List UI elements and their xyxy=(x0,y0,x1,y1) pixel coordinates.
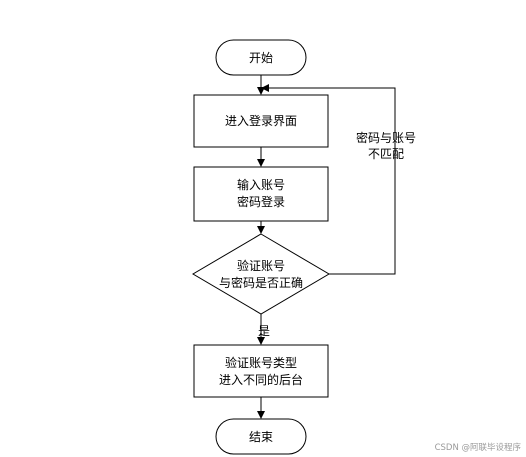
start-node: 开始 xyxy=(215,39,307,76)
verify-label-line-1: 验证账号 xyxy=(237,258,285,273)
end-node: 结束 xyxy=(215,418,307,455)
input-label-line-2: 密码登录 xyxy=(237,194,285,209)
yes-label: 是 xyxy=(258,324,270,338)
end-label: 结束 xyxy=(249,430,273,444)
mismatch-label-line-2: 不匹配 xyxy=(368,147,404,161)
input-label-line-1: 输入账号 xyxy=(237,177,285,192)
check-type-label-line-1: 验证账号类型 xyxy=(225,355,297,370)
login-page-label: 进入登录界面 xyxy=(225,113,297,128)
input-node: 输入账号 密码登录 xyxy=(193,166,329,222)
verify-label-line-2: 与密码是否正确 xyxy=(219,275,303,290)
check-type-label-line-2: 进入不同的后台 xyxy=(219,372,303,387)
arrow-mismatch-loop xyxy=(261,84,396,275)
mismatch-label-line-1: 密码与账号 xyxy=(356,130,416,145)
login-page-node: 进入登录界面 xyxy=(193,94,329,148)
watermark-text: CSDN @阿联毕设程序 xyxy=(435,442,522,453)
start-label: 开始 xyxy=(249,51,273,65)
check-type-node: 验证账号类型 进入不同的后台 xyxy=(193,344,329,398)
verify-decision-node: 验证账号 与密码是否正确 xyxy=(192,233,330,315)
